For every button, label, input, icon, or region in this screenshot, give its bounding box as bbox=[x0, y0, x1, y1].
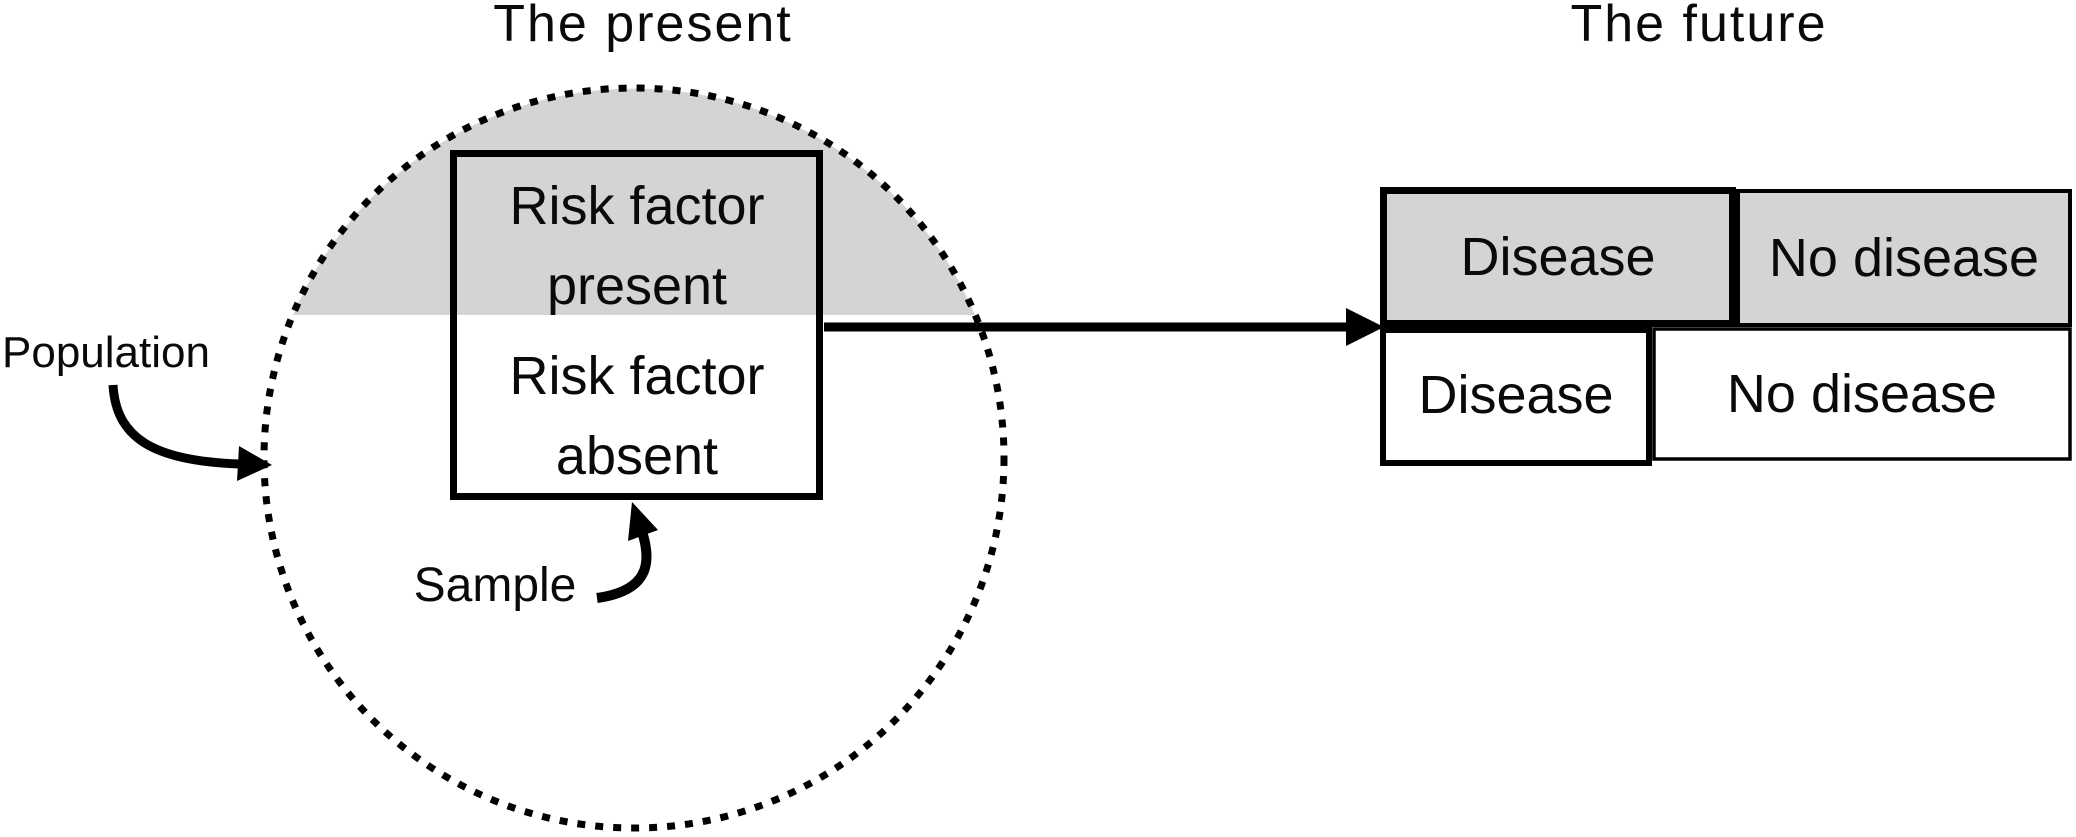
sample-square-top-fill bbox=[453, 153, 820, 315]
sample-label: Sample bbox=[413, 559, 577, 612]
future-box-unexposed-no-disease bbox=[1652, 327, 2072, 461]
future-box-unexposed-disease bbox=[1380, 327, 1652, 466]
population-label: Population bbox=[2, 328, 210, 377]
population-circle bbox=[260, 84, 1008, 832]
exposed-disease-label: Disease bbox=[1460, 227, 1656, 287]
sample-square-bottom-fill bbox=[453, 315, 820, 500]
title-the-future: The future bbox=[1570, 0, 1828, 53]
present-to-future-arrow bbox=[824, 308, 1384, 346]
future-box-exposed-no-disease bbox=[1736, 189, 2072, 327]
risk-factor-absent-label: Risk factor absent bbox=[509, 346, 765, 486]
unexposed-no-disease-label: No disease bbox=[1726, 364, 1998, 424]
title-the-present: The present bbox=[493, 0, 793, 53]
population-arrow bbox=[108, 384, 272, 481]
exposed-no-disease-label: No disease bbox=[1768, 228, 2040, 288]
unexposed-disease-label: Disease bbox=[1418, 365, 1614, 425]
future-box-exposed-disease bbox=[1380, 187, 1736, 327]
sample-square-border bbox=[450, 150, 823, 500]
risk-factor-present-label: Risk factor present bbox=[509, 176, 765, 316]
sample-arrow bbox=[596, 502, 658, 603]
